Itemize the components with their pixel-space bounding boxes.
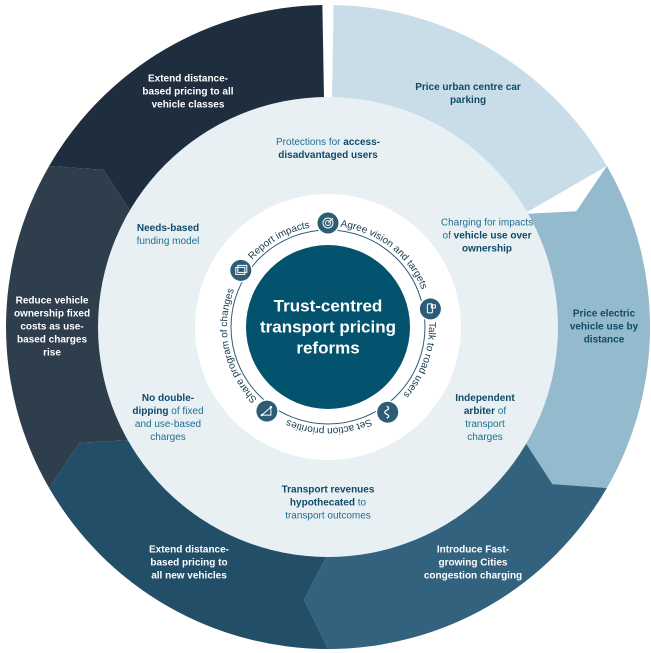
network-triangle-icon — [254, 399, 279, 424]
outer-segment — [304, 440, 607, 649]
middle-ring-label: No double-dipping of fixed and use-based… — [132, 393, 204, 443]
outer-segment — [331, 5, 607, 215]
target-icon — [316, 211, 340, 235]
middle-ring-label: Independent arbiter of transport charges — [455, 393, 515, 443]
report-stack-icon — [228, 258, 253, 283]
outer-segment-label: Introduce Fast-growing Cities congestion… — [423, 544, 523, 582]
spiral-icon — [375, 400, 400, 425]
middle-ring-label: Needs-based funding model — [136, 223, 200, 247]
middle-ring-label: Protections for access-disadvantaged use… — [276, 137, 380, 161]
outer-segment-label: Reduce vehicle ownership fixed costs as … — [13, 295, 91, 359]
outer-segment-label: Price electric vehicle use by distance — [569, 308, 639, 346]
center-title: Trust-centred transport pricing reforms — [259, 296, 396, 358]
middle-ring-label: Transport revenues hypothecated to trans… — [281, 484, 375, 522]
outer-segment — [49, 440, 328, 649]
outer-segment-label: Extend distance-based pricing to all veh… — [142, 73, 234, 111]
phone-chat-icon — [418, 296, 443, 321]
outer-segment — [5, 166, 133, 488]
outer-segment — [523, 166, 650, 488]
outer-segment — [49, 5, 325, 215]
center-circle — [246, 245, 410, 409]
outer-segment-label: Price urban centre car parking — [415, 82, 521, 106]
outer-segment-label: Extend distance-based pricing to all new… — [148, 544, 230, 582]
middle-ring-label: Charging for impacts of vehicle use over… — [440, 217, 534, 255]
